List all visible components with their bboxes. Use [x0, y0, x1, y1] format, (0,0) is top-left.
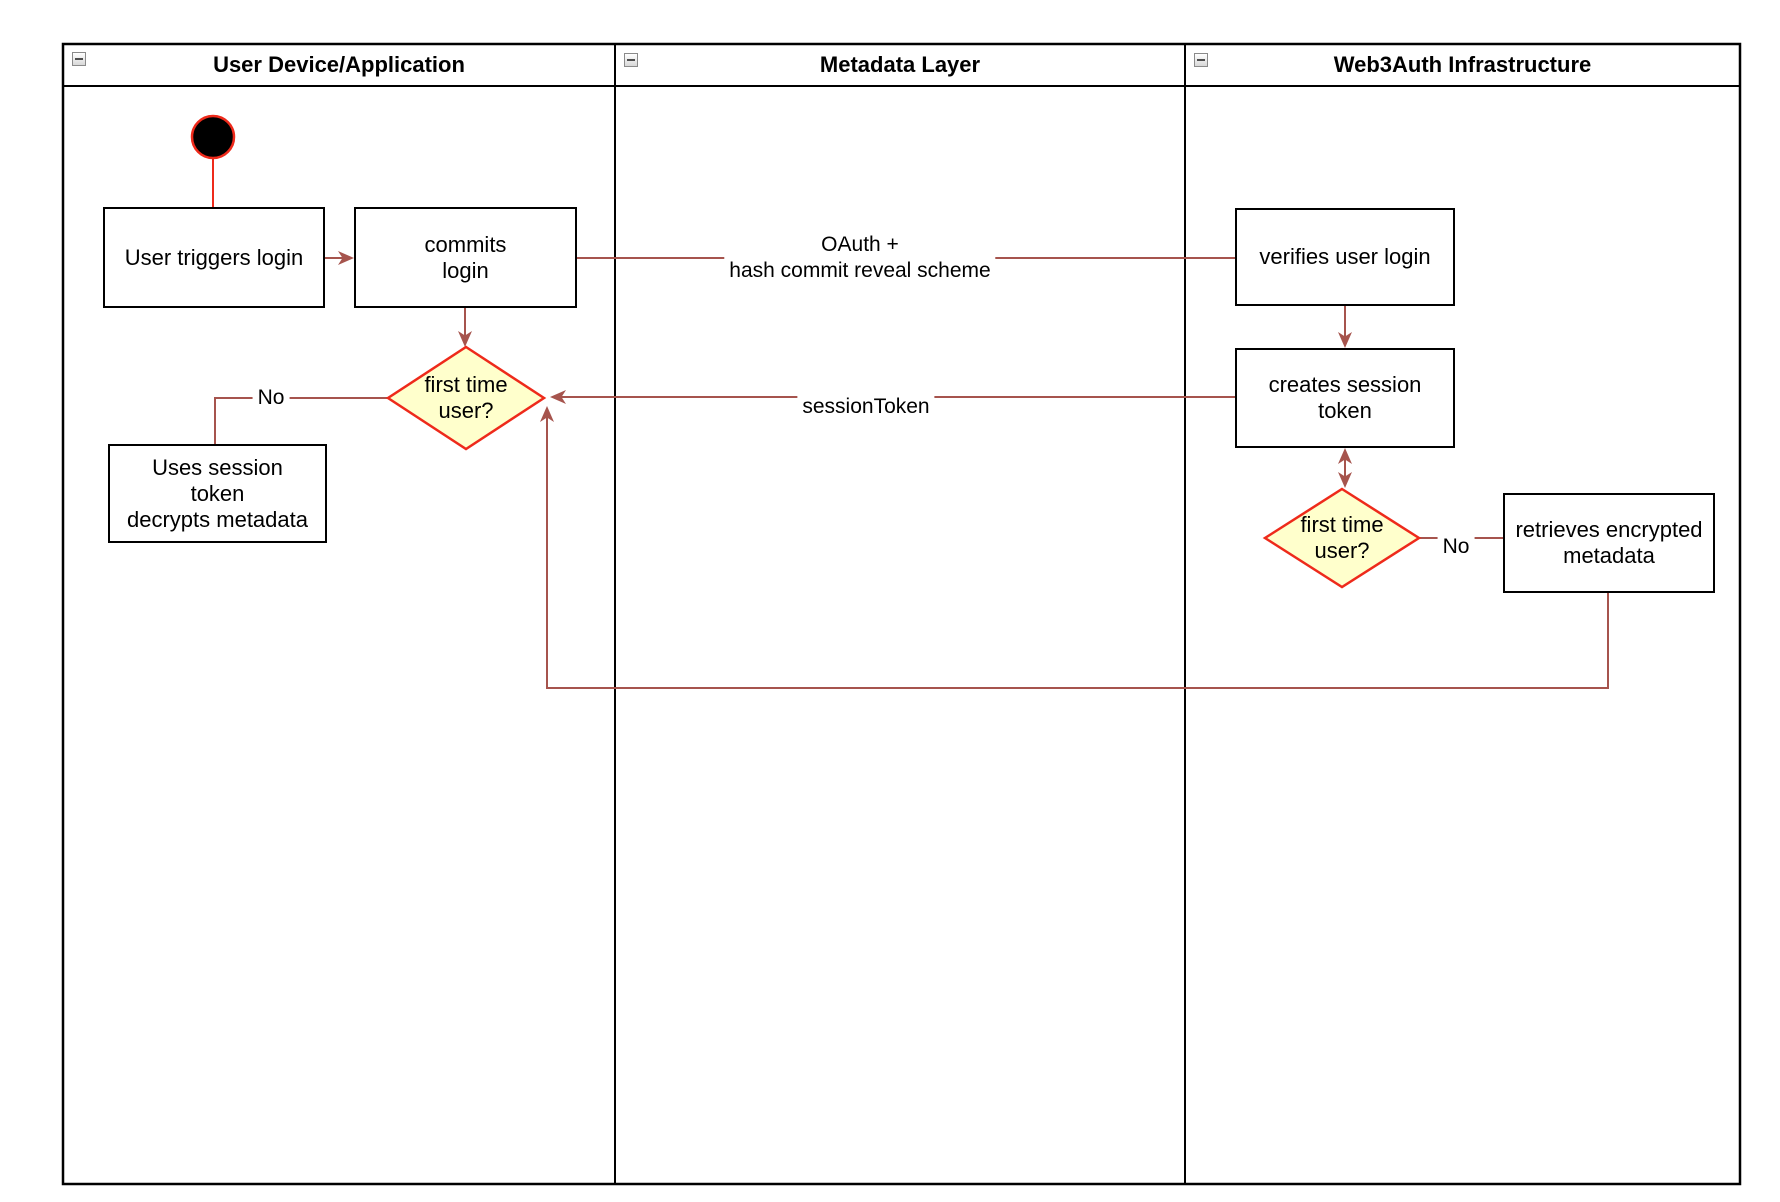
minus-icon: [1197, 59, 1205, 61]
node-creates-session-token[interactable]: creates session token: [1235, 348, 1455, 448]
edge-no-decision-device-to-uses-token: [214, 397, 388, 444]
pool-frame: [61, 42, 1742, 1186]
initial-node[interactable]: [190, 114, 236, 160]
minus-icon: [75, 58, 83, 60]
lane-title-web3auth-infrastructure: Web3Auth Infrastructure: [1333, 52, 1592, 77]
decision-first-time-user-device[interactable]: [385, 345, 547, 451]
lane-collapse-button-user-device[interactable]: [72, 52, 86, 66]
lane-title-metadata-layer: Metadata Layer: [819, 52, 981, 77]
decision-first-time-user-infra[interactable]: [1262, 487, 1422, 589]
node-user-triggers-login[interactable]: User triggers login: [103, 207, 325, 308]
edge-label-no-device: No: [252, 385, 290, 411]
decision-label-first-time-user-device: first time user?: [424, 372, 508, 423]
edge-label-sessiontoken: sessionToken: [797, 394, 935, 420]
decision-label-first-time-user-infra: first time user?: [1300, 512, 1384, 563]
edge-label-oauth: OAuth + hash commit reveal scheme: [724, 232, 996, 284]
node-uses-session-token[interactable]: Uses session token decrypts metadata: [108, 444, 327, 543]
lane-collapse-button-web3auth[interactable]: [1194, 53, 1208, 67]
node-retrieves-encrypted-metadata[interactable]: retrieves encrypted metadata: [1503, 493, 1715, 593]
lane-collapse-button-metadata-layer[interactable]: [624, 53, 638, 67]
edge-label-no-infra: No: [1437, 534, 1475, 560]
edge-retrieves-loop-to-decision-device: [540, 406, 1609, 689]
minus-icon: [627, 59, 635, 61]
lane-title-user-device: User Device/Application: [213, 52, 465, 77]
node-commits-login[interactable]: commits login: [354, 207, 577, 308]
node-verifies-user-login[interactable]: verifies user login: [1235, 208, 1455, 306]
